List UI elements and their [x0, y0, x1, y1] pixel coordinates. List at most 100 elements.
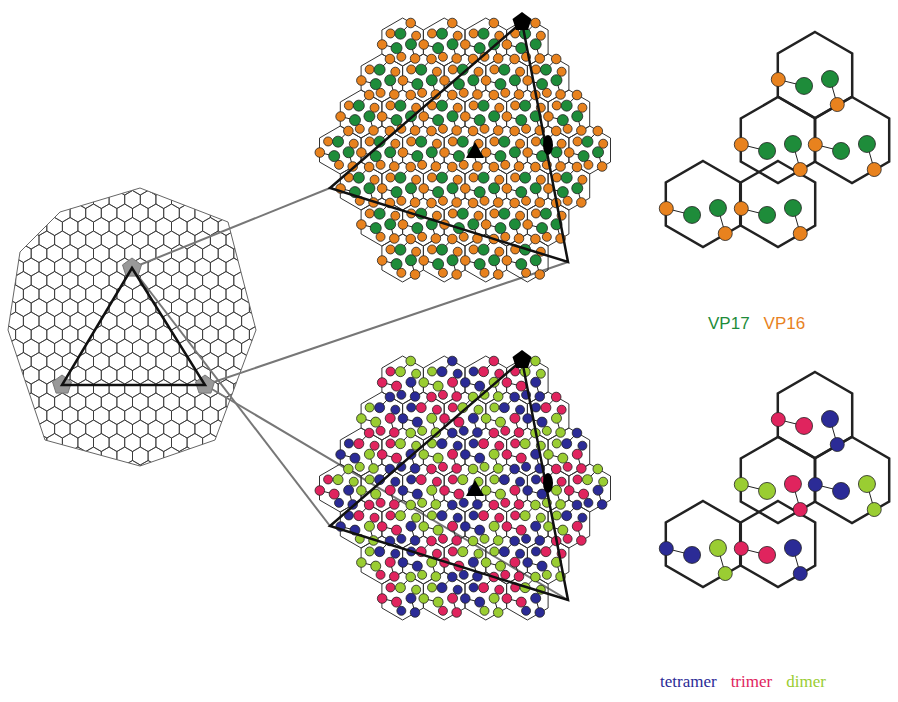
subunit-dot [830, 98, 844, 112]
subunit-dot [544, 184, 554, 194]
subunit-dot [447, 234, 457, 244]
subunit-dot [369, 464, 379, 474]
capsid-hexagon [218, 191, 234, 209]
subunit-dot [410, 198, 420, 208]
subunit-dot [364, 90, 374, 100]
capsid-hexagon [8, 150, 24, 168]
subunit-dot [493, 198, 503, 208]
subunit-dot [436, 100, 447, 111]
lattice-hexagon [340, 428, 382, 476]
capsid-hexagon [257, 177, 273, 195]
capsid-hexagon [70, 447, 86, 465]
capsid-hexagon [0, 204, 8, 222]
legend-label: dimer [786, 672, 826, 691]
subunit-dot [452, 464, 462, 474]
capsid-hexagon [203, 191, 219, 209]
subunit-dot [389, 90, 399, 100]
capsid-hexagon [257, 231, 273, 249]
subunit-dot [523, 220, 533, 230]
subunit-dot [734, 202, 748, 216]
subunit-dot [495, 441, 504, 450]
subunit-dot [540, 208, 551, 219]
capsid-hexagon [265, 164, 281, 182]
capsid-hexagon [55, 447, 71, 465]
subunit-dot [410, 464, 420, 474]
capsid-hexagon [70, 177, 86, 195]
subunit-dot [531, 137, 540, 146]
lattice-hexagon [423, 572, 465, 620]
subunit-dot [453, 441, 462, 450]
capsid-hexagon [249, 434, 265, 452]
subunit-dot [398, 558, 408, 568]
subunit-dot [552, 439, 561, 448]
lattice-hexagon [382, 162, 424, 210]
legend-label: VP17 [708, 314, 750, 333]
capsid-hexagon [265, 326, 281, 344]
subunit-dot [499, 64, 510, 75]
capsid-hexagon [265, 461, 281, 479]
subunit-dot [458, 475, 468, 485]
subunit-dot [489, 593, 499, 603]
capsid-hexagon [226, 150, 242, 168]
subunit-dot [386, 173, 395, 182]
subunit-dot [385, 392, 395, 402]
capsid-hexagon [257, 285, 273, 303]
capsid-hexagon [249, 245, 265, 263]
capsid-outline [8, 188, 256, 466]
subunit-dot [418, 570, 427, 579]
capsid-hexagon [249, 461, 265, 479]
subunit-dot [563, 534, 572, 543]
subunit-dot [544, 450, 554, 460]
capsid-hexagon [203, 434, 219, 452]
capsid-hexagon [0, 366, 8, 384]
capsid-hexagon [0, 312, 8, 330]
subunit-dot [520, 172, 531, 183]
subunit-dot [365, 137, 374, 146]
subunit-dot [453, 585, 462, 594]
lattice-hexagon [527, 126, 569, 174]
subunit-dot [448, 137, 457, 146]
subunit-dot [556, 428, 566, 438]
subunit-dot [578, 103, 587, 112]
capsid-hexagon [125, 164, 141, 182]
subunit-dot [398, 76, 408, 86]
subunit-dot [370, 79, 381, 90]
subunit-dot [490, 137, 499, 146]
subunit-dot [501, 426, 510, 435]
subunit-dot [489, 356, 499, 366]
subunit-dot [448, 377, 458, 387]
subunit-dot [493, 536, 503, 546]
subunit-dot [858, 136, 875, 153]
subunit-dot [374, 208, 385, 219]
subunit-dot [391, 477, 400, 486]
subunit-dot [460, 256, 470, 266]
subunit-dot [391, 259, 402, 270]
subunit-dot [431, 162, 441, 172]
subunit-dot [369, 126, 379, 136]
capsid-hexagon [288, 312, 304, 330]
lattice-hexagon [507, 572, 548, 620]
subunit-dot [344, 126, 354, 136]
subunit-dot [478, 100, 489, 111]
subunit-dot [357, 76, 367, 86]
subunit-dot [473, 90, 483, 100]
subunit-dot [531, 234, 541, 244]
subunit-dot [541, 547, 551, 557]
capsid-hexagon [203, 461, 219, 479]
subunit-dot [510, 126, 520, 136]
subunit-dot [460, 184, 470, 194]
capsid-hexagon [234, 461, 250, 479]
subunit-dot [551, 485, 561, 495]
subunit-dot [510, 557, 520, 567]
subunit-dot [447, 90, 457, 100]
subunit-dot [333, 475, 343, 485]
capsid-hexagon [257, 258, 273, 276]
subunit-dot [480, 534, 489, 543]
subunit-dot [457, 208, 468, 219]
subunit-dot [582, 136, 593, 147]
subunit-dot [475, 381, 485, 391]
subunit-dot [447, 572, 457, 582]
subunit-dot [407, 65, 416, 74]
capsid-hexagon [296, 218, 312, 236]
subunit-dot [412, 417, 422, 427]
